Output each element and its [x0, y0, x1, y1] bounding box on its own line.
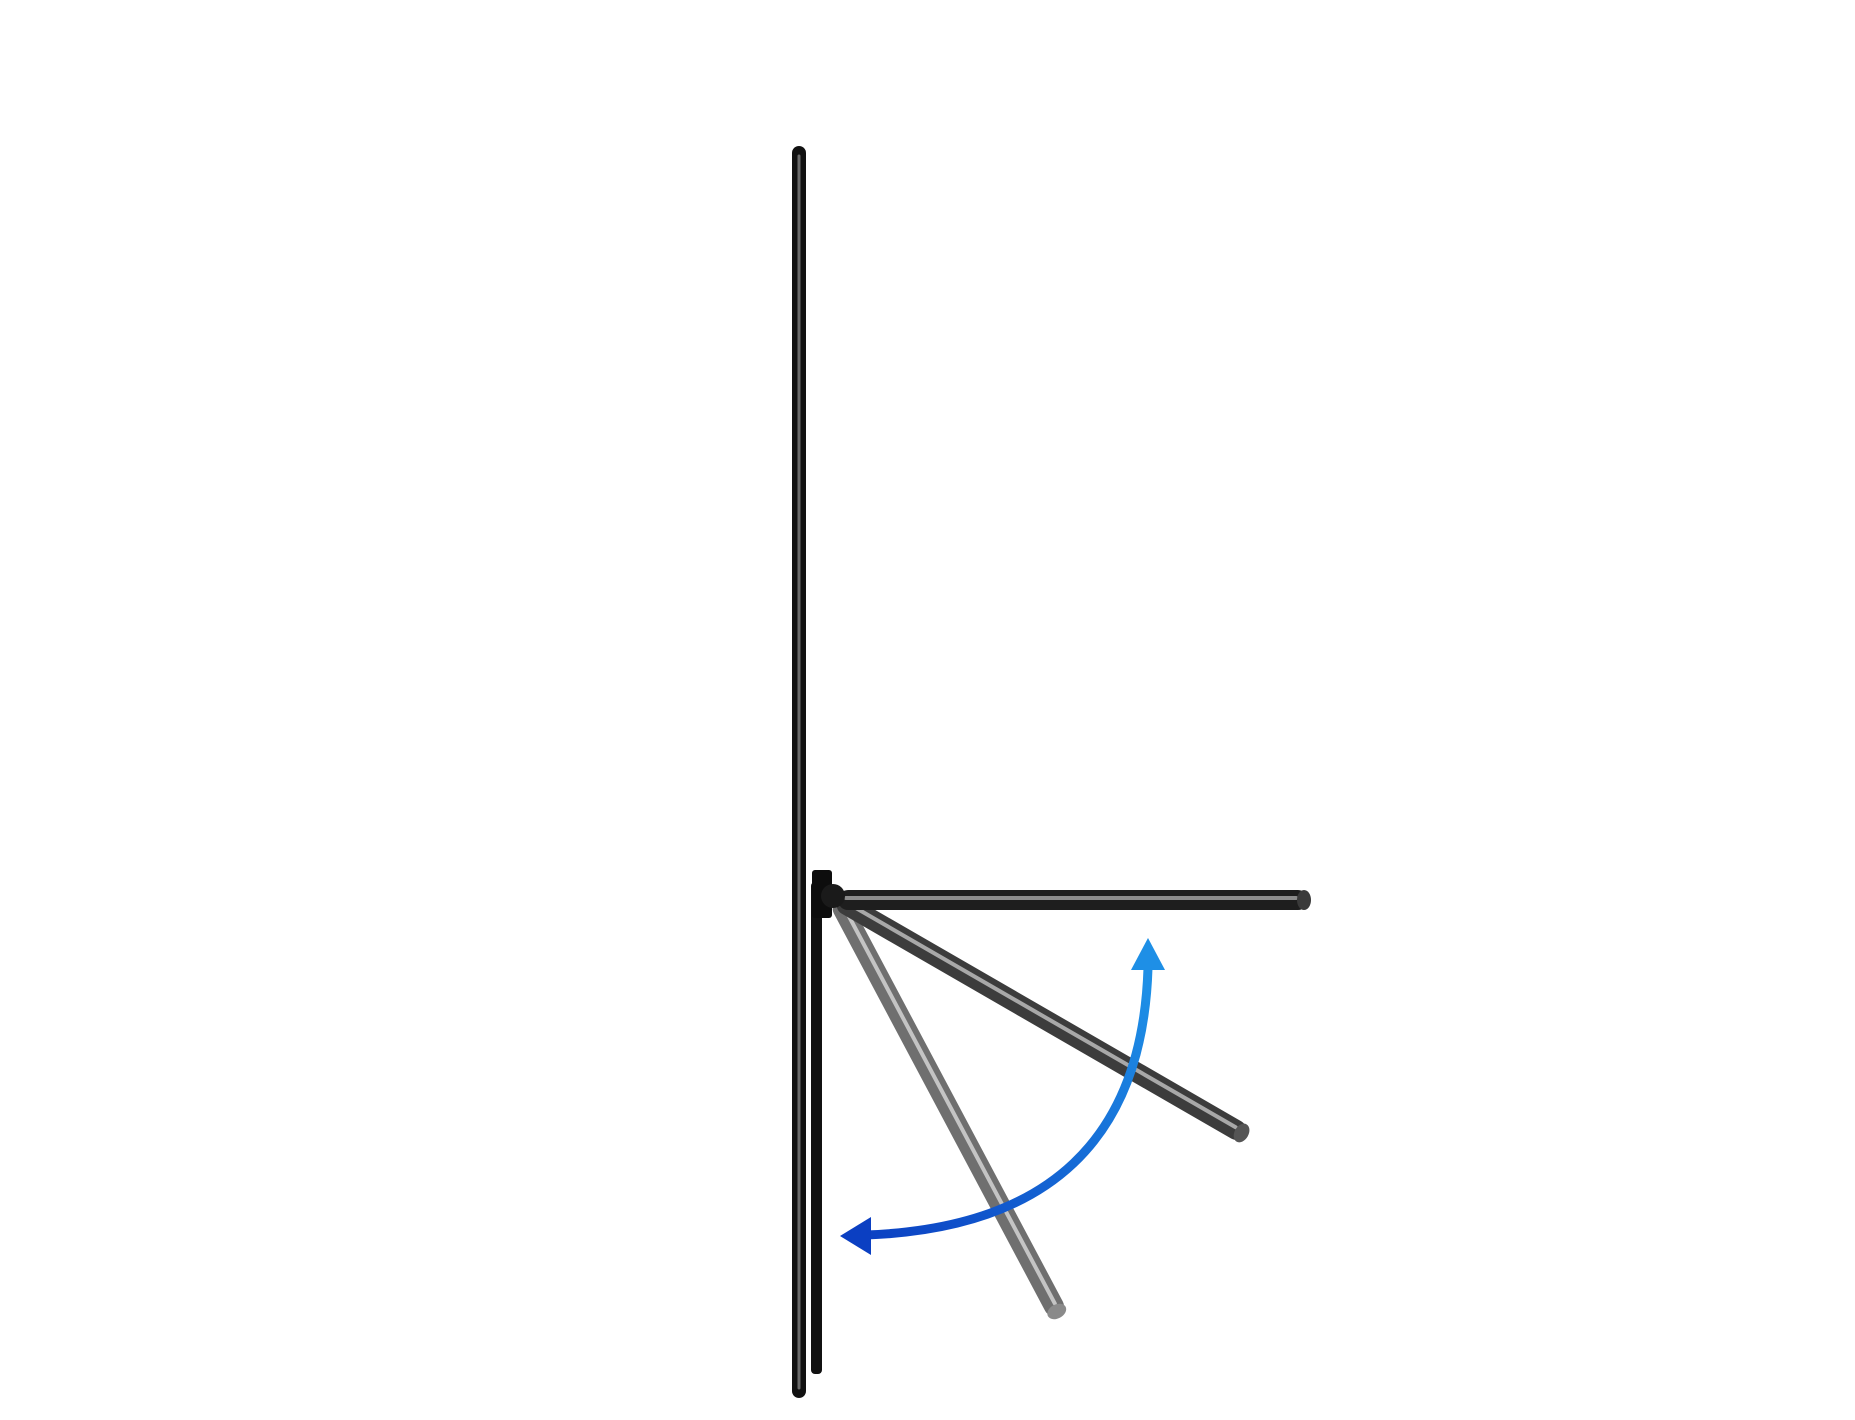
hinge-bracket [812, 870, 845, 918]
vertical-panel [792, 146, 822, 1398]
stand-leg-intermediate-highlight [843, 900, 1238, 1130]
rotation-arrow [840, 938, 1165, 1255]
arrowhead-up [1131, 938, 1165, 970]
panel-back-plate [811, 882, 822, 1374]
stand-leg-folded-highlight [841, 904, 1057, 1306]
stand-leg-intermediate [836, 894, 1250, 1143]
stand-leg-intermediate-end-cap [1233, 1123, 1250, 1143]
stand-leg-open-end-cap [1297, 890, 1311, 910]
stand-leg-open [838, 890, 1311, 910]
stand-leg-folded-end-cap [1047, 1303, 1067, 1320]
stand-legs [832, 890, 1311, 1320]
rotation-arrow-arc [861, 963, 1153, 1240]
arrowhead-left [840, 1217, 871, 1255]
